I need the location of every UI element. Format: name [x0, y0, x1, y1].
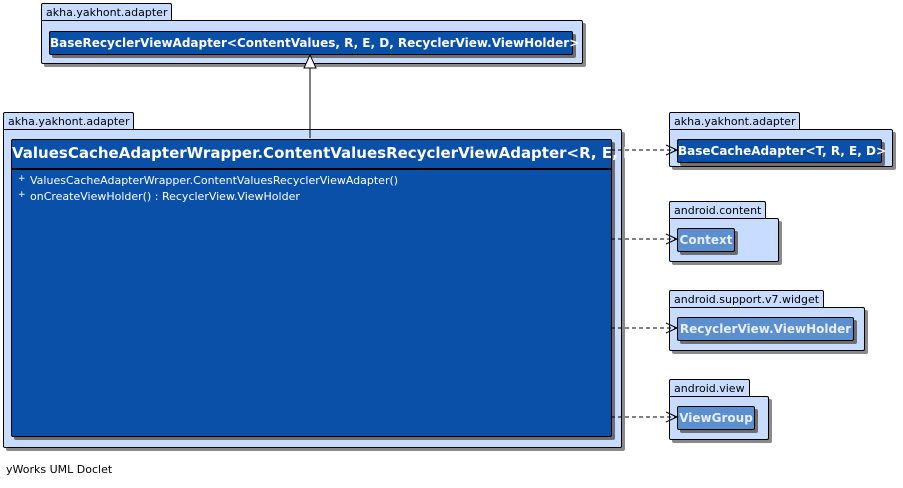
package-top: akha.yakhont.adapter BaseRecyclerViewAda… [41, 3, 583, 64]
package-android-support-widget-body: RecyclerView.ViewHolder [669, 307, 865, 351]
package-android-content-body: Context [669, 218, 779, 262]
package-right-adapter-label: akha.yakhont.adapter [669, 112, 801, 130]
package-android-content-label: android.content [669, 201, 767, 219]
package-android-support-widget-label: android.support.v7.widget [669, 290, 825, 308]
class-content-values-recycler-view-adapter-name: ValuesCacheAdapterWrapper.ContentValuesR… [12, 140, 648, 170]
package-top-body: BaseRecyclerViewAdapter<ContentValues, R… [41, 20, 583, 64]
class-base-cache-adapter-name: BaseCacheAdapter<T, R, E, D> [678, 144, 886, 158]
class-context-name: Context [679, 233, 733, 247]
package-android-view-body: ViewGroup [669, 396, 769, 440]
class-recycler-view-view-holder[interactable]: RecyclerView.ViewHolder [677, 317, 854, 341]
package-android-content: android.content Context [669, 201, 779, 262]
member-constructor-text: ValuesCacheAdapterWrapper.ContentValuesR… [30, 174, 399, 187]
footer-credit: yWorks UML Doclet [6, 463, 113, 476]
package-main-label: akha.yakhont.adapter [3, 112, 135, 130]
member-on-create-view-holder-text: onCreateViewHolder() : RecyclerView.View… [30, 190, 300, 203]
member-list: + ValuesCacheAdapterWrapper.ContentValue… [12, 170, 611, 205]
class-base-cache-adapter[interactable]: BaseCacheAdapter<T, R, E, D> [677, 139, 886, 163]
package-android-view-label: android.view [669, 379, 750, 397]
member-on-create-view-holder: + onCreateViewHolder() : RecyclerView.Vi… [18, 189, 605, 205]
package-top-label: akha.yakhont.adapter [41, 3, 173, 21]
class-base-recycler-view-adapter-name: BaseRecyclerViewAdapter<ContentValues, R… [50, 36, 580, 50]
package-right-adapter: akha.yakhont.adapter BaseCacheAdapter<T,… [669, 112, 893, 167]
class-context[interactable]: Context [677, 228, 735, 252]
package-android-support-widget: android.support.v7.widget RecyclerView.V… [669, 290, 865, 351]
class-base-recycler-view-adapter[interactable]: BaseRecyclerViewAdapter<ContentValues, R… [49, 31, 580, 55]
class-content-values-recycler-view-adapter[interactable]: ValuesCacheAdapterWrapper.ContentValuesR… [11, 139, 648, 437]
class-recycler-view-view-holder-name: RecyclerView.ViewHolder [679, 322, 852, 336]
member-on-create-view-holder-visibility: + [18, 190, 26, 200]
package-android-view: android.view ViewGroup [669, 379, 769, 440]
member-constructor: + ValuesCacheAdapterWrapper.ContentValue… [18, 173, 605, 189]
package-right-adapter-body: BaseCacheAdapter<T, R, E, D> [669, 129, 893, 167]
class-view-group[interactable]: ViewGroup [677, 406, 755, 430]
package-main: akha.yakhont.adapter ValuesCacheAdapterW… [3, 112, 648, 448]
member-constructor-visibility: + [18, 174, 26, 184]
class-view-group-name: ViewGroup [679, 411, 753, 425]
package-main-body: ValuesCacheAdapterWrapper.ContentValuesR… [3, 129, 648, 448]
